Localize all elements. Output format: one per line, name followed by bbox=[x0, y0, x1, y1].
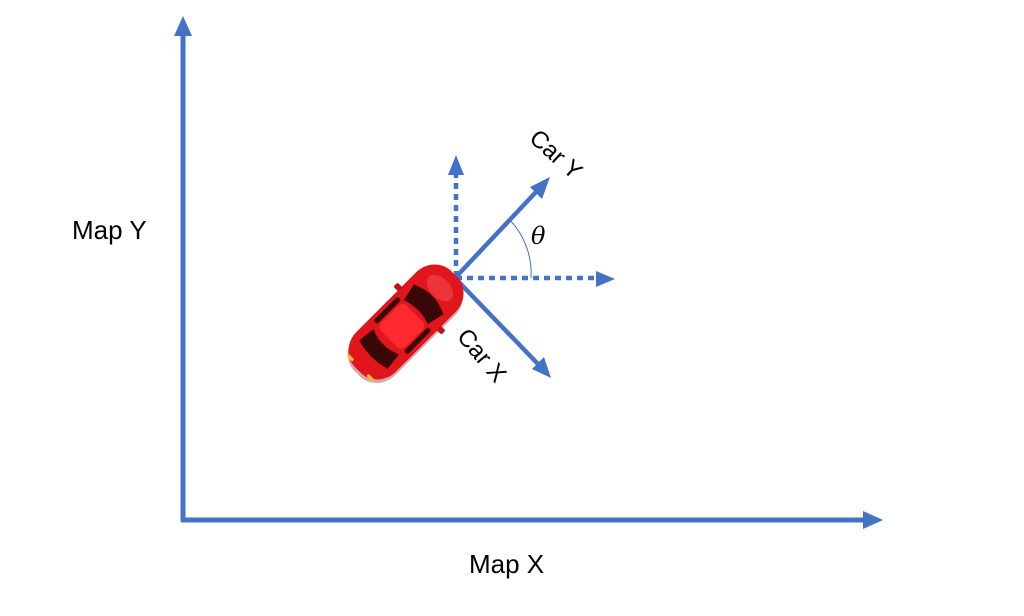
theta-label: θ bbox=[531, 222, 546, 250]
car-roof bbox=[379, 303, 425, 349]
car-rear-window bbox=[359, 329, 399, 369]
theta-arc bbox=[509, 219, 532, 279]
map-x-label: Map X bbox=[469, 549, 544, 579]
map-y-axis bbox=[174, 16, 192, 521]
map-y-arrowhead-icon bbox=[174, 16, 192, 36]
reference-horizontal-dotted-axis bbox=[456, 271, 615, 287]
car-y-label: Car Y bbox=[524, 124, 587, 185]
reference-x-arrowhead-icon bbox=[596, 271, 615, 287]
car-x-axis bbox=[453, 276, 551, 378]
map-x-axis bbox=[181, 511, 883, 529]
car-top-view-icon bbox=[347, 264, 464, 384]
reference-y-arrowhead-icon bbox=[448, 155, 464, 175]
car-x-arrowhead-icon bbox=[532, 357, 551, 378]
car-y-arrowhead-icon bbox=[530, 177, 550, 199]
car-y-axis bbox=[453, 177, 550, 280]
map-y-label: Map Y bbox=[72, 215, 147, 245]
car-x-label: Car X bbox=[451, 324, 511, 388]
reference-vertical-dotted-axis bbox=[448, 155, 464, 277]
map-x-arrowhead-icon bbox=[863, 511, 883, 529]
car-windshield bbox=[403, 284, 444, 325]
